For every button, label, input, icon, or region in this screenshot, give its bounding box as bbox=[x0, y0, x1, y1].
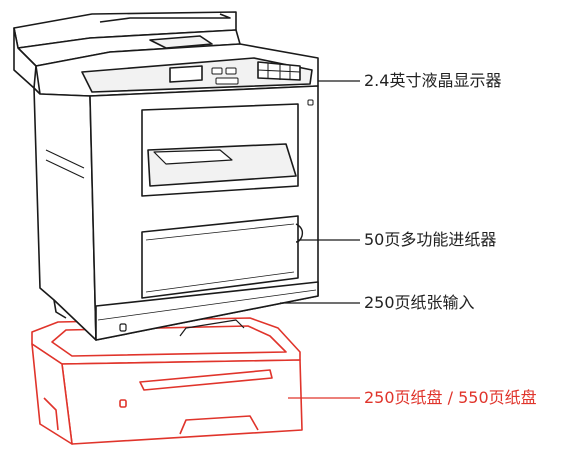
callout-paper-input: 250页纸张输入 bbox=[364, 293, 475, 312]
printer-body bbox=[13, 11, 319, 341]
callout-leaders bbox=[280, 80, 360, 399]
callout-optional-tray: 250页纸盘 / 550页纸盘 bbox=[364, 388, 537, 407]
callout-multipurpose-feeder: 50页多功能进纸器 bbox=[364, 230, 497, 249]
optional-paper-tray bbox=[31, 317, 303, 445]
callout-lcd: 2.4英寸液晶显示器 bbox=[364, 71, 502, 90]
